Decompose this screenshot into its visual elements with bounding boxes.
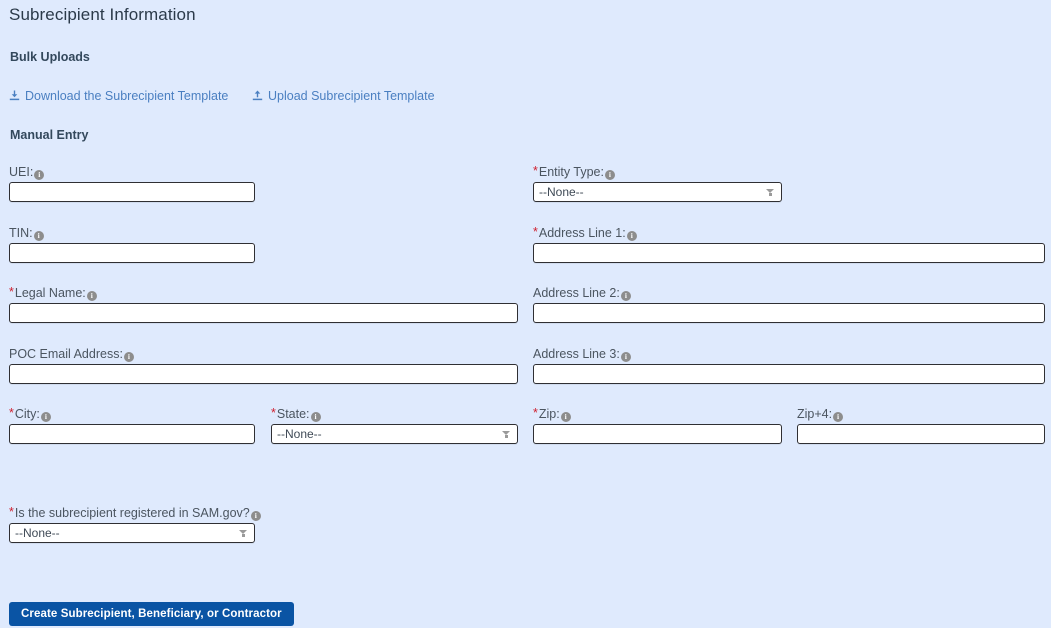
info-icon[interactable]: i	[604, 170, 615, 180]
info-icon[interactable]: i	[620, 291, 631, 301]
create-subrecipient-button[interactable]: Create Subrecipient, Beneficiary, or Con…	[9, 602, 294, 626]
field-address-line-2-label: Address Line 2:i	[533, 286, 1045, 301]
page-title: Subrecipient Information	[9, 5, 196, 24]
city-input[interactable]	[9, 424, 255, 444]
field-address-line-3-label-text: Address Line 3:	[533, 347, 620, 361]
zip-input[interactable]	[533, 424, 782, 444]
address-line-3-input[interactable]	[533, 364, 1045, 384]
entity-type-select[interactable]: --None--	[533, 182, 782, 202]
download-link-label: Download the Subrecipient Template	[25, 89, 229, 103]
field-address-line-2: Address Line 2:i	[533, 286, 1045, 323]
info-icon[interactable]: i	[626, 231, 637, 241]
field-entity-type: *Entity Type:i --None--	[533, 165, 782, 202]
field-entity-type-label: *Entity Type:i	[533, 164, 782, 180]
info-icon[interactable]: i	[833, 412, 844, 422]
tin-input[interactable]	[9, 243, 255, 263]
field-city-label-text: City:	[14, 407, 40, 421]
field-zip4: Zip+4:i	[797, 407, 1045, 444]
zip4-input[interactable]	[797, 424, 1045, 444]
field-address-line-3-label: Address Line 3:i	[533, 347, 1045, 362]
field-zip: *Zip:i	[533, 407, 782, 444]
sam-registered-select[interactable]: --None--	[9, 523, 255, 543]
field-address-line-1-label-text: Address Line 1:	[538, 226, 626, 240]
entity-type-select-wrapper: --None--	[533, 182, 782, 202]
download-subrecipient-template-link[interactable]: Download the Subrecipient Template	[9, 89, 228, 103]
field-address-line-2-label-text: Address Line 2:	[533, 286, 620, 300]
field-sam-registered-label: *Is the subrecipient registered in SAM.g…	[9, 505, 261, 521]
field-poc-email-label: POC Email Address:i	[9, 347, 518, 362]
field-address-line-1: *Address Line 1:i	[533, 226, 1045, 263]
required-marker: *	[9, 285, 14, 299]
info-icon[interactable]: i	[34, 170, 45, 180]
upload-icon	[252, 90, 263, 102]
field-city: *City:i	[9, 407, 255, 444]
field-legal-name: *Legal Name:i	[9, 286, 518, 323]
field-zip4-label: Zip+4:i	[797, 407, 1045, 422]
field-sam-registered: *Is the subrecipient registered in SAM.g…	[9, 505, 261, 543]
field-poc-email: POC Email Address:i	[9, 347, 518, 384]
required-marker: *	[533, 225, 538, 239]
required-marker: *	[533, 164, 538, 178]
field-zip4-label-text: Zip+4:	[797, 407, 833, 421]
field-state-label: *State:i	[271, 406, 518, 422]
info-icon[interactable]: i	[560, 412, 571, 422]
required-marker: *	[533, 406, 538, 420]
field-zip-label: *Zip:i	[533, 406, 782, 422]
sam-registered-select-wrapper: --None--	[9, 523, 255, 543]
info-icon[interactable]: i	[250, 511, 261, 521]
field-uei: UEI:i	[9, 165, 255, 202]
uei-input[interactable]	[9, 182, 255, 202]
legal-name-input[interactable]	[9, 303, 518, 323]
field-state-label-text: State:	[276, 407, 310, 421]
download-icon	[9, 90, 20, 102]
required-marker: *	[9, 505, 14, 519]
bulk-uploads-heading: Bulk Uploads	[10, 50, 90, 64]
info-icon[interactable]: i	[40, 412, 51, 422]
field-address-line-1-label: *Address Line 1:i	[533, 225, 1045, 241]
info-icon[interactable]: i	[33, 231, 44, 241]
address-line-2-input[interactable]	[533, 303, 1045, 323]
field-poc-email-label-text: POC Email Address:	[9, 347, 123, 361]
info-icon[interactable]: i	[123, 352, 134, 362]
state-select[interactable]: --None--	[271, 424, 518, 444]
field-uei-label-text: UEI:	[9, 165, 34, 179]
field-tin: TIN:i	[9, 226, 255, 263]
poc-email-input[interactable]	[9, 364, 518, 384]
address-line-1-input[interactable]	[533, 243, 1045, 263]
required-marker: *	[9, 406, 14, 420]
field-city-label: *City:i	[9, 406, 255, 422]
field-zip-label-text: Zip:	[538, 407, 560, 421]
upload-subrecipient-template-link[interactable]: Upload Subrecipient Template	[252, 89, 435, 103]
field-address-line-3: Address Line 3:i	[533, 347, 1045, 384]
field-legal-name-label-text: Legal Name:	[14, 286, 86, 300]
info-icon[interactable]: i	[310, 412, 321, 422]
state-select-wrapper: --None--	[271, 424, 518, 444]
field-uei-label: UEI:i	[9, 165, 255, 180]
field-tin-label: TIN:i	[9, 226, 255, 241]
field-tin-label-text: TIN:	[9, 226, 33, 240]
field-legal-name-label: *Legal Name:i	[9, 285, 518, 301]
field-sam-registered-label-text: Is the subrecipient registered in SAM.go…	[14, 506, 250, 520]
required-marker: *	[271, 406, 276, 420]
upload-link-label: Upload Subrecipient Template	[268, 89, 435, 103]
field-entity-type-label-text: Entity Type:	[538, 165, 604, 179]
field-state: *State:i --None--	[271, 407, 518, 444]
manual-entry-heading: Manual Entry	[10, 128, 89, 142]
info-icon[interactable]: i	[620, 352, 631, 362]
info-icon[interactable]: i	[86, 291, 97, 301]
